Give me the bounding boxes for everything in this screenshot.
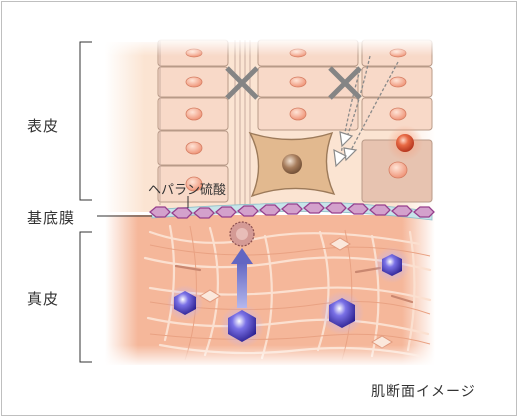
layer-brackets xyxy=(79,41,92,363)
caption: 肌断面イメージ xyxy=(371,384,476,400)
epidermis-label: 表皮 xyxy=(27,117,60,135)
basement-membrane-label: 基底膜 xyxy=(27,209,76,227)
blue-cells xyxy=(167,247,410,348)
up-arrow-icon xyxy=(231,248,253,308)
cross-mark-icon xyxy=(328,66,362,100)
cross-mark-icon xyxy=(225,66,259,100)
red-cell xyxy=(396,134,414,152)
star-cell-nucleus xyxy=(282,154,302,174)
dashed-arrow-heads xyxy=(333,131,358,168)
heparan-sulfate-label: ヘパラン硫酸 xyxy=(148,183,227,198)
heparan-sulfate-chain xyxy=(148,202,435,219)
dermis-label: 真皮 xyxy=(27,290,60,308)
dashed-arrows xyxy=(339,55,399,161)
